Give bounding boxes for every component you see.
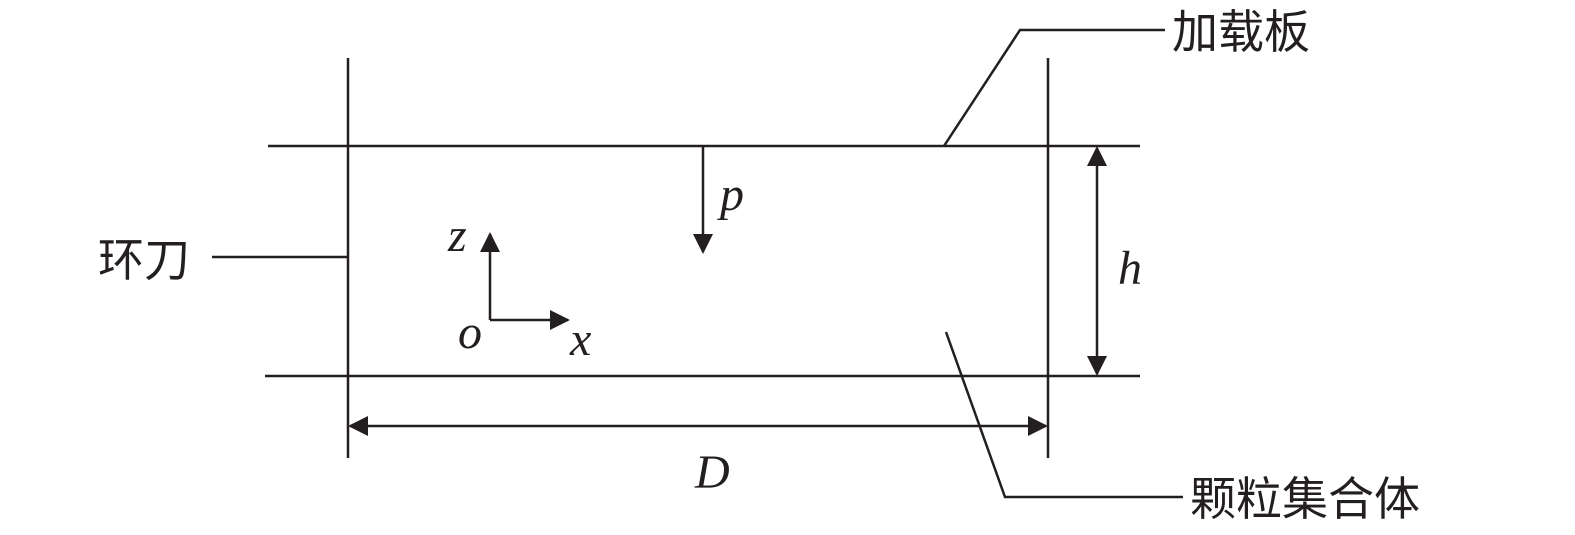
particle-assembly-label: 颗粒集合体 [1190, 472, 1420, 526]
x-axis-label: x [569, 313, 591, 366]
pressure-symbol: p [717, 168, 744, 221]
ring-knife-label: 环刀 [98, 233, 190, 287]
height-symbol: h [1118, 242, 1142, 295]
particle-assembly-leader [944, 331, 1183, 499]
coordinate-axes: z x o [447, 209, 591, 366]
loading-plate-label: 加载板 [1172, 5, 1310, 59]
loading-plate-leader [942, 28, 1165, 147]
origin-label: o [458, 306, 482, 359]
z-axis-label: z [447, 209, 467, 262]
diameter-symbol: D [694, 446, 730, 499]
